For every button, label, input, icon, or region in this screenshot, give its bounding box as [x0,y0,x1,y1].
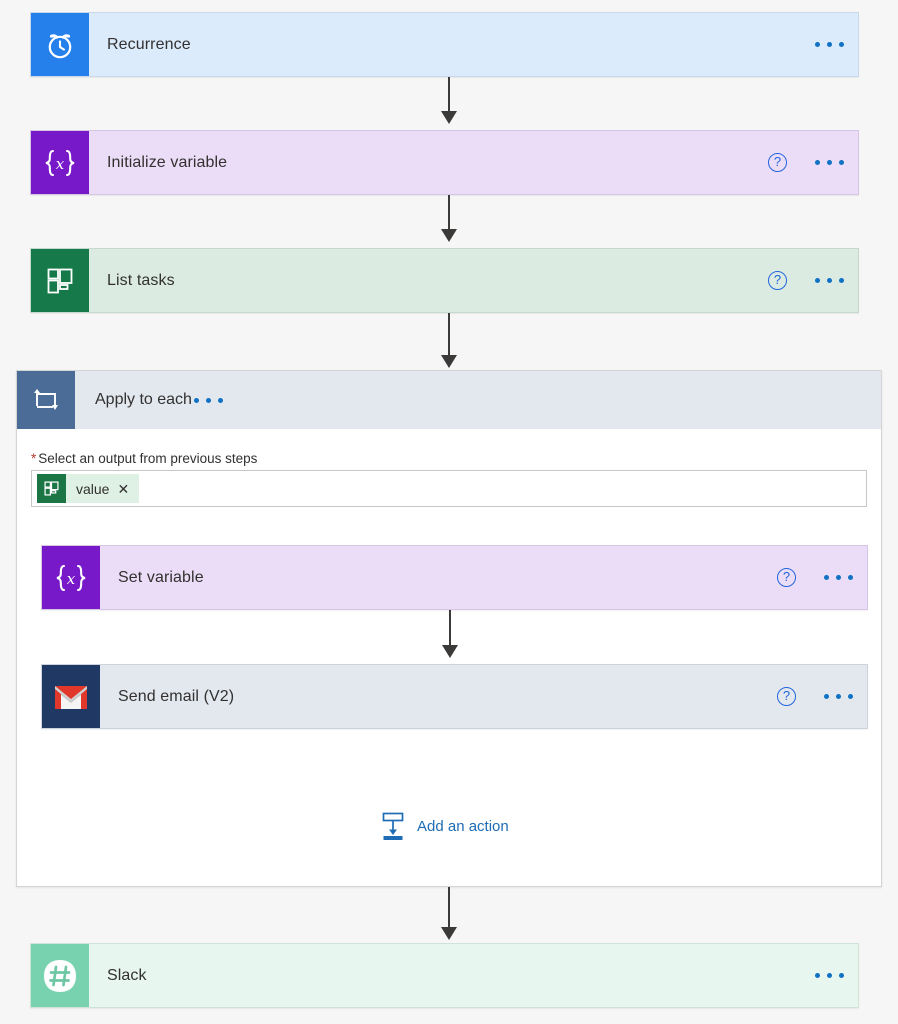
step-card-body: Slack [89,944,858,1007]
add-an-action-button[interactable]: Add an action [379,811,509,841]
step-title: Send email (V2) [118,687,235,705]
step-title: List tasks [107,271,175,289]
close-icon[interactable]: ✕ [117,480,130,497]
connector-recurrence-to-initialize [434,77,464,125]
step-card-initialize-variable[interactable]: x Initialize variable ? [30,130,859,195]
step-card-slack[interactable]: Slack [30,943,859,1008]
step-card-body: Set variable ? [100,546,867,609]
scope-menu-button[interactable] [192,392,225,409]
connector-list-tasks-to-apply-to-each [434,313,464,371]
step-title: Recurrence [107,35,191,53]
scope-apply-to-each: Apply to each *Select an output from pre… [16,370,882,887]
variable-braces-icon: x [42,546,100,609]
step-actions: ? [777,568,855,587]
connector-initialize-to-list-tasks [434,195,464,243]
variable-braces-icon: x [31,131,89,194]
scope-title: Apply to each [95,391,192,408]
help-icon[interactable]: ? [768,153,787,172]
connector-set-variable-to-send-email [435,610,465,660]
step-menu-button[interactable] [813,967,846,984]
scope-field-label-row: *Select an output from previous steps [31,451,881,466]
step-card-recurrence[interactable]: Recurrence [30,12,859,77]
step-actions: ? [768,153,846,172]
step-card-body: List tasks ? [89,249,858,312]
step-card-body: Send email (V2) ? [100,665,867,728]
alarm-clock-icon [31,13,89,76]
planner-board-icon [37,474,66,503]
svg-text:x: x [67,570,76,588]
help-icon[interactable]: ? [777,687,796,706]
svg-text:x: x [56,155,65,173]
scope-header-body: Apply to each [75,371,881,429]
step-actions: ? [768,271,846,290]
step-card-body: Recurrence [89,13,858,76]
step-card-send-email-v2[interactable]: Send email (V2) ? [41,664,868,729]
step-menu-button[interactable] [813,154,846,171]
add-an-action-label: Add an action [417,817,509,835]
token-label: value [76,480,110,497]
step-menu-button[interactable] [813,272,846,289]
required-asterisk: * [31,451,37,466]
insert-action-icon [379,811,407,841]
step-title: Slack [107,966,147,984]
step-menu-button[interactable] [813,36,846,53]
connector-apply-to-each-to-slack [434,887,464,943]
planner-board-icon [31,249,89,312]
step-menu-button[interactable] [822,569,855,586]
scope-output-input[interactable]: value ✕ [31,470,867,507]
scope-header[interactable]: Apply to each [17,371,881,429]
step-card-list-tasks[interactable]: List tasks ? [30,248,859,313]
loop-repeat-icon [17,371,75,429]
step-card-set-variable[interactable]: x Set variable ? [41,545,868,610]
slack-hash-icon [31,944,89,1007]
step-card-body: Initialize variable ? [89,131,858,194]
scope-field-label: Select an output from previous steps [38,451,258,466]
scope-actions [192,392,225,409]
step-title: Set variable [118,568,204,586]
gmail-envelope-icon [42,665,100,728]
token-chip-value[interactable]: value ✕ [37,474,140,503]
step-title: Initialize variable [107,153,228,171]
step-actions [813,36,846,53]
step-actions [813,967,846,984]
help-icon[interactable]: ? [768,271,787,290]
step-actions: ? [777,687,855,706]
step-menu-button[interactable] [822,688,855,705]
help-icon[interactable]: ? [777,568,796,587]
